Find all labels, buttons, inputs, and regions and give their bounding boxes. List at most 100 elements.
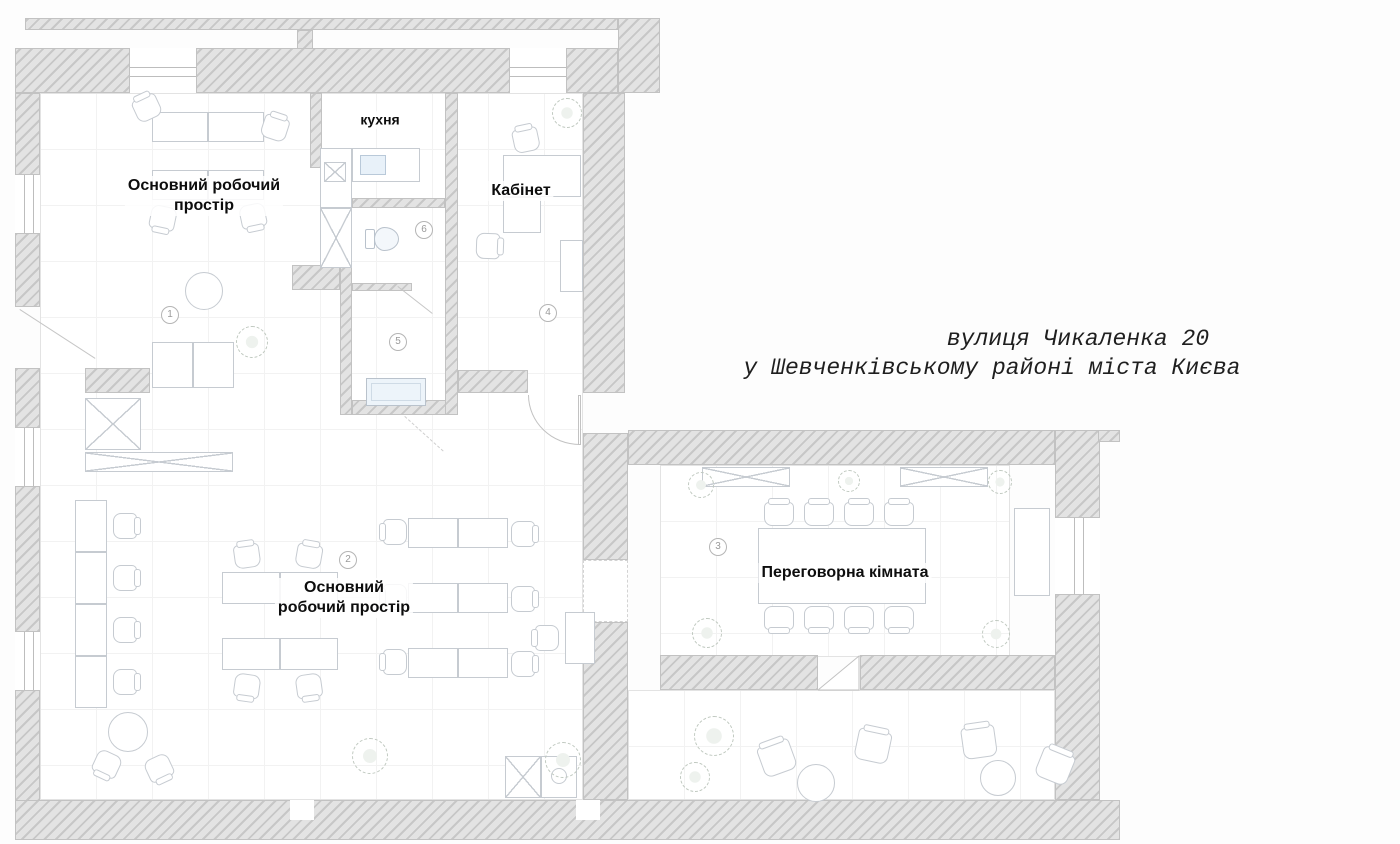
chair-icon xyxy=(804,498,834,526)
wall-segment xyxy=(310,93,322,168)
desk xyxy=(408,518,458,548)
plant-icon xyxy=(982,620,1010,648)
plant-icon xyxy=(988,470,1012,494)
desk xyxy=(408,583,458,613)
chair-icon xyxy=(232,542,262,570)
wall-segment xyxy=(15,93,40,175)
door-leaf xyxy=(578,395,581,445)
chair-icon xyxy=(884,606,914,630)
window xyxy=(15,428,40,486)
chair-icon xyxy=(113,565,137,591)
wall-segment xyxy=(458,370,528,393)
wall-notch xyxy=(290,800,314,820)
desk xyxy=(408,648,458,678)
chair-icon xyxy=(764,606,794,630)
round-table xyxy=(980,760,1016,796)
wall-segment xyxy=(583,93,625,393)
address-line-2: у Шевченківському районі міста Києва xyxy=(743,355,1241,381)
chair-icon xyxy=(113,617,137,643)
wall-segment xyxy=(445,93,458,415)
wall-segment xyxy=(1055,430,1100,518)
armchair-icon xyxy=(959,723,999,761)
window xyxy=(130,48,196,93)
chair-icon xyxy=(764,498,794,526)
workspace2-label: Основний робочий простір xyxy=(274,578,414,618)
desk xyxy=(75,552,107,604)
figure-icon xyxy=(236,326,268,358)
toilet-bowl xyxy=(374,227,399,251)
storage-cabinet xyxy=(85,452,233,472)
armchair-icon xyxy=(853,726,893,766)
desk xyxy=(75,656,107,708)
cabinet-label: Кабінет xyxy=(488,181,554,201)
chair-icon xyxy=(475,232,501,260)
desk xyxy=(222,572,280,604)
room-number-2: 2 xyxy=(339,551,357,569)
wall-segment xyxy=(25,18,618,30)
chair-icon xyxy=(113,513,137,539)
wall-segment xyxy=(860,655,1055,690)
wall-segment xyxy=(566,48,618,93)
round-table xyxy=(797,764,835,802)
shelf xyxy=(560,240,583,292)
desk xyxy=(458,583,508,613)
storage-cabinet xyxy=(505,756,541,798)
window xyxy=(1055,518,1100,594)
desk xyxy=(222,638,280,670)
room-number-4: 4 xyxy=(539,304,557,322)
wall-segment xyxy=(15,690,40,802)
plant-icon xyxy=(552,98,582,128)
wall-segment xyxy=(660,655,818,690)
plant-icon xyxy=(694,716,734,756)
wall-segment xyxy=(340,265,352,415)
workspace1-label-line1: Основний робочий xyxy=(127,177,281,194)
window-niche xyxy=(1014,508,1050,596)
wall-segment xyxy=(618,18,660,93)
chair-icon xyxy=(232,672,262,700)
storage-cabinet xyxy=(85,398,141,450)
chair-icon xyxy=(884,498,914,526)
sideboard xyxy=(900,467,988,487)
figure-icon xyxy=(545,742,581,778)
meeting-room-label: Переговорна кімната xyxy=(758,563,932,583)
chair-icon xyxy=(294,672,324,700)
plant-icon xyxy=(692,618,722,648)
plant-icon xyxy=(688,472,714,498)
figure-icon xyxy=(352,738,388,774)
wall-segment xyxy=(352,283,412,291)
desk xyxy=(152,112,208,142)
round-table xyxy=(108,712,148,752)
plant-icon xyxy=(838,470,860,492)
desk xyxy=(208,112,264,142)
room-number-1: 1 xyxy=(161,306,179,324)
workspace1-label-line2: простір xyxy=(174,197,234,214)
desk xyxy=(565,612,595,664)
sideboard xyxy=(702,467,790,487)
cooktop-icon xyxy=(324,162,346,182)
chair-icon xyxy=(511,586,535,612)
wall-segment xyxy=(1098,430,1120,442)
chair-icon xyxy=(804,606,834,630)
desk xyxy=(75,500,107,552)
chair-icon xyxy=(844,498,874,526)
window xyxy=(15,175,40,233)
wall-segment xyxy=(297,30,313,50)
address-line-1: вулиця Чикаленка 20 xyxy=(946,326,1210,352)
door-leaf-icon xyxy=(818,655,860,691)
chair-icon xyxy=(383,649,407,675)
wall-segment xyxy=(15,368,40,428)
bench xyxy=(152,342,193,388)
shower-tray xyxy=(366,378,426,406)
wall-segment xyxy=(352,198,445,208)
plant-icon xyxy=(680,762,710,792)
desk xyxy=(280,638,338,670)
wall-segment xyxy=(15,800,1120,840)
chair-icon xyxy=(113,669,137,695)
wall-segment xyxy=(628,430,1055,465)
kitchen-label: кухня xyxy=(357,111,403,129)
wall-segment xyxy=(15,48,130,93)
wall-segment xyxy=(15,486,40,632)
room-number-3: 3 xyxy=(709,538,727,556)
tall-cabinet xyxy=(320,208,352,268)
